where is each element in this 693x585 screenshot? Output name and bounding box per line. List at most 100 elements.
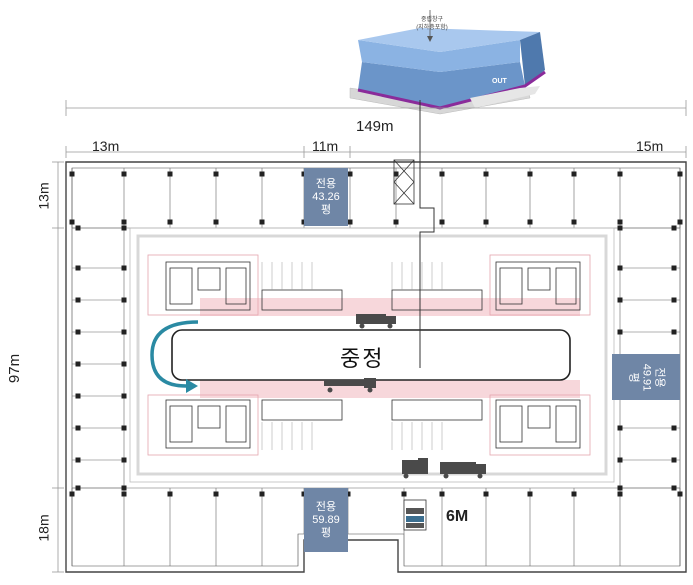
column-marker <box>347 219 353 225</box>
column-marker <box>483 219 489 225</box>
height-top-label: 13m <box>35 182 52 210</box>
column-marker <box>121 297 127 303</box>
column-marker <box>617 297 623 303</box>
column-marker <box>121 329 127 335</box>
column-marker <box>483 171 489 177</box>
circulation-arrow <box>150 320 199 393</box>
connector-line <box>419 100 435 368</box>
column-marker <box>401 491 407 497</box>
column-marker <box>167 171 173 177</box>
column-marker <box>671 225 677 231</box>
column-marker <box>571 219 577 225</box>
column-marker <box>671 297 677 303</box>
column-marker <box>671 485 677 491</box>
column-marker <box>121 491 127 497</box>
column-marker <box>259 219 265 225</box>
unit-right-highlight: 전용 49.91 평 <box>612 354 680 400</box>
column-marker <box>483 491 489 497</box>
building-caption: 중립창구 (지하층포함) <box>412 16 452 32</box>
column-marker <box>121 485 127 491</box>
column-marker <box>571 171 577 177</box>
column-marker <box>121 171 127 177</box>
unit-right-text: 전용 49.91 평 <box>627 363 666 391</box>
truck-icons <box>324 314 486 479</box>
column-marker <box>259 171 265 177</box>
column-marker <box>677 219 683 225</box>
column-marker <box>213 171 219 177</box>
column-marker <box>671 329 677 335</box>
column-marker <box>527 491 533 497</box>
column-marker <box>213 491 219 497</box>
ramp-hatching <box>261 262 443 450</box>
column-marker <box>617 457 623 463</box>
column-marker <box>75 329 81 335</box>
loading-ring <box>129 227 615 483</box>
column-marker <box>213 219 219 225</box>
dimension-lines <box>52 100 687 573</box>
height-total-label: 97m <box>6 353 24 384</box>
column-marker <box>617 491 623 497</box>
column-marker <box>75 425 81 431</box>
unit-top-label: 전용 <box>315 177 337 190</box>
column-marker <box>677 491 683 497</box>
column-marker <box>393 219 399 225</box>
column-marker <box>121 225 127 231</box>
column-marker <box>617 329 623 335</box>
unit-bottom-unit: 평 <box>320 526 332 539</box>
column-marker <box>75 485 81 491</box>
column-marker <box>527 219 533 225</box>
column-marker <box>439 491 445 497</box>
column-marker <box>671 265 677 271</box>
column-marker <box>167 219 173 225</box>
column-marker <box>345 491 351 497</box>
column-marker <box>75 297 81 303</box>
unit-right-unit: 평 <box>627 371 640 383</box>
column-marker <box>617 265 623 271</box>
unit-right-label: 전용 <box>653 366 666 388</box>
column-marker <box>75 457 81 463</box>
unit-bottom-label: 전용 <box>315 500 337 513</box>
column-marker <box>617 485 623 491</box>
column-marker <box>121 457 127 463</box>
column-marker <box>121 265 127 271</box>
building-caption-line2: (지하층포함) <box>416 25 448 31</box>
building-3d-model <box>349 10 546 115</box>
column-marker <box>347 171 353 177</box>
width-left-label: 13m <box>92 138 120 154</box>
column-marker <box>121 361 127 367</box>
unit-right-area: 49.91 <box>640 363 653 391</box>
column-marker <box>121 425 127 431</box>
total-width-label: 149m <box>356 118 394 135</box>
unit-top-unit: 평 <box>320 203 332 216</box>
column-marker <box>121 219 127 225</box>
exit-label: OUT <box>492 78 507 85</box>
column-marker <box>69 219 75 225</box>
column-marker <box>259 491 265 497</box>
unit-top-highlight: 전용 43.26 평 <box>304 168 348 226</box>
column-marker <box>677 171 683 177</box>
unit-bottom-highlight: 전용 59.89 평 <box>304 488 348 552</box>
width-mid-label: 11m <box>312 138 339 154</box>
column-marker <box>69 491 75 497</box>
service-cores <box>165 159 581 449</box>
column-marker <box>75 225 81 231</box>
column-marker <box>167 491 173 497</box>
column-marker <box>439 219 445 225</box>
column-marker <box>671 425 677 431</box>
unit-bottom-area: 59.89 <box>312 513 340 526</box>
unit-top-area: 43.26 <box>312 190 340 203</box>
column-marker <box>617 425 623 431</box>
column-marker <box>439 171 445 177</box>
column-marker <box>121 393 127 399</box>
loading-bay-icon <box>403 499 427 531</box>
column-marker <box>75 393 81 399</box>
height-bottom-label: 18m <box>35 514 52 542</box>
courtyard-label: 중정 <box>340 346 385 371</box>
column-marker <box>571 491 577 497</box>
column-marker <box>393 171 399 177</box>
building-caption-line1: 중립창구 <box>420 17 444 23</box>
column-marker <box>527 171 533 177</box>
column-marker <box>617 225 623 231</box>
